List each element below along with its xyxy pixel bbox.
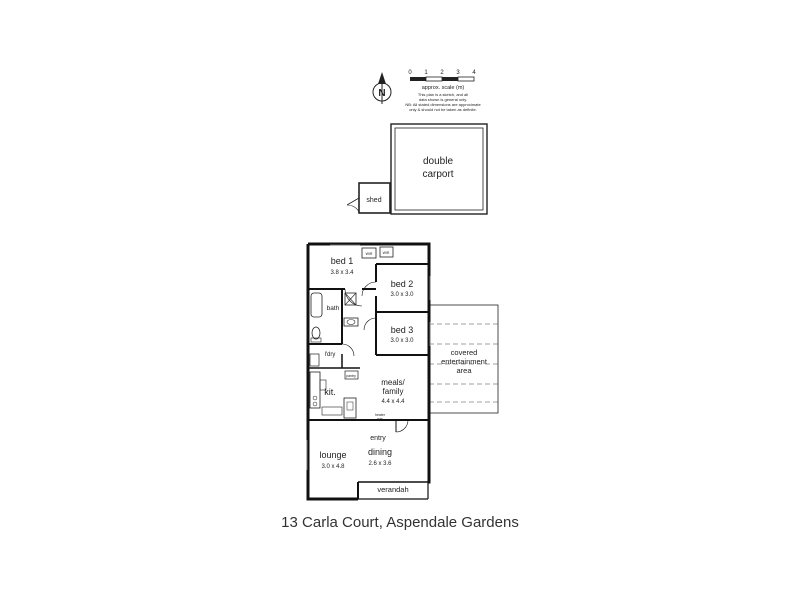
scale-note-3: NB: All stated dimensions are approximat… <box>405 102 481 107</box>
heater-label-2: gas <box>377 417 383 421</box>
bed-3-name: bed 3 <box>391 325 414 335</box>
scale-tick-1: 1 <box>424 70 428 76</box>
carport-label-2: carport <box>422 169 453 180</box>
north-arrow-icon: N <box>372 72 392 104</box>
room-bed-2: WIR bed 2 3.0 x 3.0 <box>379 246 414 298</box>
scale-label: approx. scale (m) <box>422 85 465 91</box>
room-laundry: l'dry <box>309 352 336 367</box>
room-shed: shed <box>346 182 391 214</box>
scale-note-1: This plan is a sketch, and all <box>418 92 468 97</box>
room-carport: double carport <box>390 123 488 215</box>
room-verandah: verandah <box>377 485 408 494</box>
bed-1-name: bed 1 <box>331 256 354 266</box>
scale-bar: 0 1 2 3 4 approx. scale (m) This plan is… <box>405 70 481 112</box>
pantry-name: pantry <box>346 374 356 378</box>
kitchen-name: kit. <box>324 387 336 397</box>
scale-note-4: only & should not be taken as definite. <box>409 107 477 112</box>
bed-1-wir: WIR <box>366 252 373 256</box>
scale-tick-2: 2 <box>440 70 444 76</box>
room-dining: dining 2.6 x 3.6 <box>368 447 392 467</box>
meals-dims: 4.4 x 4.4 <box>381 399 405 405</box>
windows <box>306 244 431 470</box>
laundry-name: l'dry <box>325 352 336 358</box>
room-bed-3: bed 3 3.0 x 3.0 <box>390 325 414 344</box>
scale-tick-3: 3 <box>456 70 460 76</box>
room-bed-1: bed 1 3.8 x 3.4 WIR <box>330 247 377 276</box>
entertainment-label-3: area <box>456 366 472 375</box>
bed-2-wir: WIR <box>383 251 390 255</box>
heater-label-1: heater <box>375 413 386 417</box>
dining-name: dining <box>368 447 392 457</box>
entertainment-label-1: covered <box>451 348 478 357</box>
entry-name: entry <box>370 435 386 442</box>
room-entry: entry <box>370 435 386 442</box>
room-meals-family: meals/ family 4.4 x 4.4 heater gas <box>375 378 406 421</box>
bed-2-name: bed 2 <box>391 279 414 289</box>
verandah-name: verandah <box>377 485 408 494</box>
compass-letter: N <box>378 88 385 99</box>
room-lounge: lounge 3.0 x 4.8 <box>319 450 346 470</box>
bed-3-dims: 3.0 x 3.0 <box>390 338 414 344</box>
room-entertainment: covered entertainment area <box>428 304 499 414</box>
bath-name: bath <box>327 305 340 312</box>
shed-label: shed <box>366 197 381 204</box>
room-kitchen: pantry kit. <box>309 370 359 419</box>
lounge-dims: 3.0 x 4.8 <box>321 464 345 470</box>
meals-label-2: family <box>383 387 404 396</box>
lounge-name: lounge <box>319 450 346 460</box>
scale-note-2: data shown is general only. <box>419 97 467 102</box>
entertainment-label-2: entertainment <box>441 357 488 366</box>
carport-label-1: double <box>423 156 453 167</box>
dining-dims: 2.6 x 3.6 <box>368 461 392 467</box>
bed-1-dims: 3.8 x 3.4 <box>330 270 354 276</box>
scale-tick-0: 0 <box>408 70 412 76</box>
bed-2-dims: 3.0 x 3.0 <box>390 292 414 298</box>
meals-label-1: meals/ <box>381 378 405 387</box>
room-bath: bath <box>310 292 359 343</box>
scale-tick-4: 4 <box>472 70 476 76</box>
property-address: 13 Carla Court, Aspendale Gardens <box>281 514 519 531</box>
house-walls <box>306 242 431 501</box>
